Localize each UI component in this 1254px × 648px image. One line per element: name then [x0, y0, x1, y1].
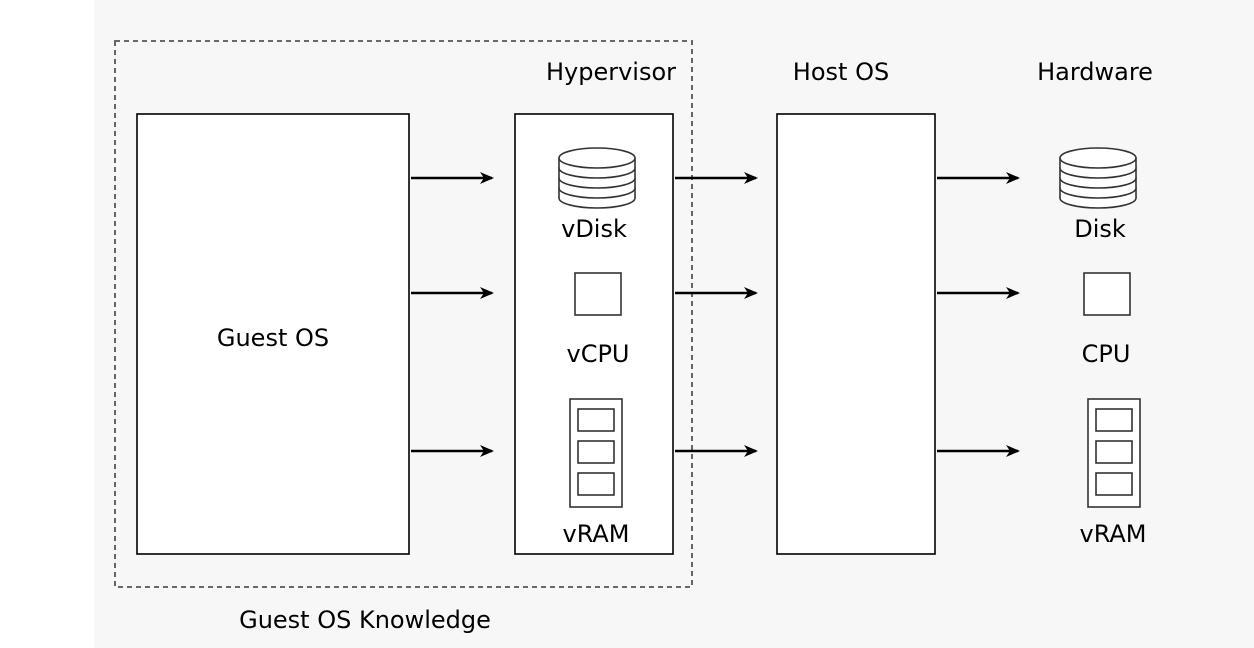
- vcpu-label: vCPU: [567, 340, 630, 368]
- guest-os-knowledge-caption: Guest OS Knowledge: [239, 606, 491, 634]
- guest-os-box: [136, 113, 410, 555]
- disk-stack-icon: [558, 147, 636, 209]
- guest-os-knowledge-region: [114, 40, 693, 588]
- host-os-box: [776, 113, 936, 555]
- hypervisor-title: Hypervisor: [546, 58, 676, 86]
- cpu-square-icon: [1083, 272, 1131, 316]
- vdisk-label: vDisk: [561, 215, 627, 243]
- hardware-ram-label: vRAM: [1079, 520, 1146, 548]
- vram-label: vRAM: [562, 520, 629, 548]
- cpu-square-icon: [574, 272, 622, 316]
- disk-label: Disk: [1074, 215, 1126, 243]
- disk-stack-icon: [1059, 147, 1137, 209]
- ram-module-icon: [1087, 398, 1141, 508]
- hardware-title: Hardware: [1037, 58, 1153, 86]
- ram-module-icon: [569, 398, 623, 508]
- guest-os-label: Guest OS: [217, 324, 329, 352]
- host-os-title: Host OS: [793, 58, 889, 86]
- cpu-label: CPU: [1082, 340, 1131, 368]
